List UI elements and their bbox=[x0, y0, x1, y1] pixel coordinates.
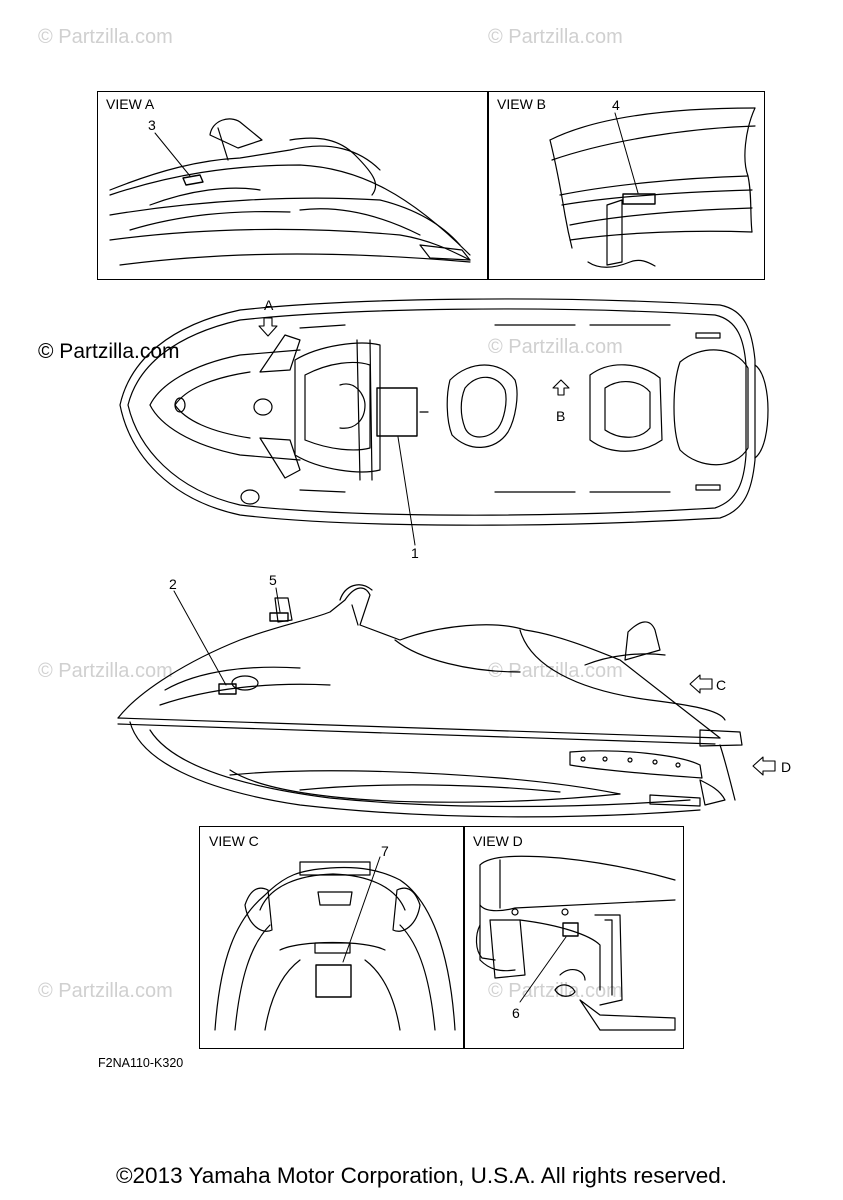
view-c-drawing bbox=[214, 856, 456, 1031]
top-view-drawing bbox=[119, 298, 769, 546]
callout-7: 7 bbox=[381, 843, 389, 859]
view-a-box bbox=[97, 91, 489, 280]
drawing-code: F2NA110-K320 bbox=[98, 1056, 184, 1070]
watermark-top-right: © Partzilla.com bbox=[488, 26, 623, 48]
watermark-side-left: © Partzilla.com bbox=[38, 660, 173, 682]
arrow-label-a: A bbox=[264, 297, 274, 313]
view-d-box bbox=[463, 826, 684, 1049]
callout-2: 2 bbox=[169, 576, 177, 592]
view-d-title: VIEW D bbox=[473, 833, 523, 849]
callout-6: 6 bbox=[512, 1005, 520, 1021]
watermark-top-left: © Partzilla.com bbox=[38, 26, 173, 48]
view-b-box bbox=[487, 91, 765, 280]
view-b-title: VIEW B bbox=[497, 96, 547, 112]
view-c-box bbox=[199, 826, 465, 1049]
arrow-label-d: D bbox=[781, 759, 792, 775]
view-a-title: VIEW A bbox=[106, 96, 155, 112]
view-d-drawing bbox=[475, 855, 676, 1031]
side-view-drawing bbox=[117, 584, 776, 818]
callout-4: 4 bbox=[612, 97, 620, 113]
watermark-mid-right: © Partzilla.com bbox=[488, 336, 623, 358]
arrow-label-b: B bbox=[556, 408, 566, 424]
watermark-bottom-left: © Partzilla.com bbox=[38, 980, 173, 1002]
callout-1: 1 bbox=[411, 545, 419, 561]
callout-5: 5 bbox=[269, 572, 277, 588]
arrow-label-c: C bbox=[716, 677, 727, 693]
view-c-title: VIEW C bbox=[209, 833, 259, 849]
view-b-drawing bbox=[549, 107, 756, 268]
watermark-mid-left: © Partzilla.com bbox=[38, 340, 180, 363]
callout-3: 3 bbox=[148, 117, 156, 133]
view-a-drawing bbox=[109, 118, 471, 266]
copyright-notice: ©2013 Yamaha Motor Corporation, U.S.A. A… bbox=[115, 1163, 728, 1188]
